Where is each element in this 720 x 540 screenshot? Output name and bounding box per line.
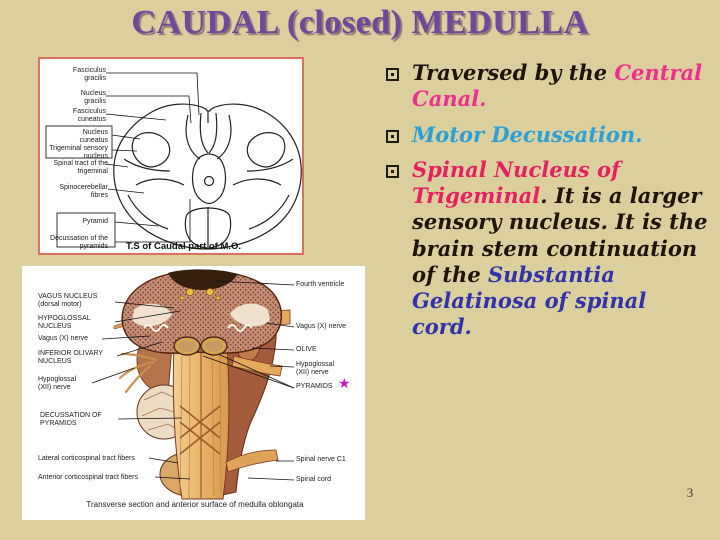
square-bullet-icon [386,68,399,81]
label-trigeminal-sensory-nucleus: Trigeminal sensory nucleus [49,145,108,161]
label-inferior-olivary-nucleus: INFERIOR OLIVARY NUCLEUS [38,350,103,366]
label-vagus-nucleus: VAGUS NUCLEUS (dorsal motor) [38,293,98,309]
ts-caudal-medulla-diagram: Fasciculus gracilis Nucleus gracilis Fas… [38,57,304,255]
cross-section-drawing [45,72,302,250]
label-spinal-cord: Spinal cord [296,476,332,483]
page-number: 3 [686,485,694,500]
square-bullet-icon [386,164,399,178]
label-anterior-corticospinal: Anterior corticospinal tract fibers [38,474,138,481]
bullet-list: Traversed by the Central Canal. Motor Dec… [386,60,710,350]
label-spinocerebellar-fibres: Spinocerebellar fibres [59,184,108,200]
label-olive: OLIVE [296,346,317,353]
label-decussation-pyramids: Decussation of the pyramids [50,235,108,251]
label-fasciculus-gracilis: Fasciculus gracilis [72,67,106,83]
label-hypoglossal-nerve-right: Hypoglossal (XII) nerve [296,361,335,377]
square-bullet-icon [386,129,399,143]
highlight-boxes [45,125,116,248]
label-spinal-tract-trigeminal: Spinal tract of the trigeminal [53,160,108,176]
pyramids-star-icon: ★ [338,375,351,391]
label-decussation-of-pyramids: DECUSSATION OF PYRAMIDS [40,412,102,428]
leader-lines [91,280,295,481]
bullet-text: Motor Decussation. [412,121,643,147]
label-fourth-ventricle: Fourth ventricle [296,281,345,288]
medulla-illustration: VAGUS NUCLEUS (dorsal motor) HYPOGLOSSAL… [22,266,365,520]
leader-lines [105,72,200,243]
label-nucleus-gracilis: Nucleus gracilis [80,90,106,106]
label-vagus-nerve-right: Vagus (X) nerve [296,323,347,330]
medulla-drawing [91,269,295,500]
bullet-text: Traversed by the Central Canal. [412,60,703,112]
label-pyramid: Pyramid [82,218,108,225]
label-spinal-nerve-c1: Spinal nerve C1 [296,456,346,463]
diagram2-caption: Transverse section and anterior surface … [86,500,304,509]
diagram1-caption: T.S of Caudal part of M.O. [126,241,242,252]
label-pyramids: PYRAMIDS [296,383,333,390]
label-hypoglossal-nucleus: HYPOGLOSSAL NUCLEUS [38,315,91,331]
label-vagus-nerve-left: Vagus (X) nerve [38,335,89,342]
bullet-text: Spinal Nucleus of Trigeminal. It is a la… [412,156,708,340]
page-title: CAUDAL (closed) MEDULLA [131,4,589,41]
bullet-item: Traversed by the Central Canal. [386,60,710,113]
label-lateral-corticospinal: Lateral corticospinal tract fibers [38,455,135,462]
label-fasciculus-cuneatus: Fasciculus cuneatus [72,108,106,124]
bullet-item: Motor Decussation. [386,122,710,148]
bullet-item: Spinal Nucleus of Trigeminal. It is a la… [386,157,710,341]
label-nucleus-cuneatus: Nucleus cuneatus [79,129,108,145]
label-hypoglossal-nerve-left: Hypoglossal (XII) nerve [38,376,77,392]
